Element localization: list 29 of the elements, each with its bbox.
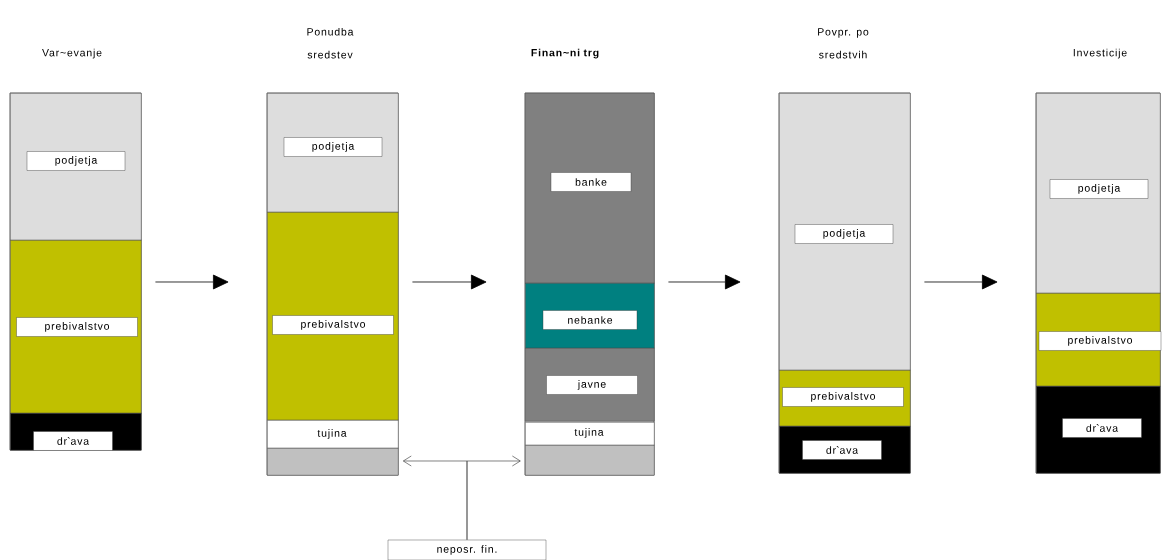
label-box: podjetja — [26, 151, 126, 171]
column-heading: Var~evanje — [42, 48, 102, 59]
segment — [525, 445, 655, 476]
arrow — [155, 274, 229, 290]
label-box: podjetja — [1049, 179, 1149, 199]
column-heading: Ponudba sredstev — [307, 27, 354, 59]
arrow — [412, 274, 487, 290]
segment-label: tujina — [317, 429, 347, 439]
segment-label: tujina — [574, 428, 604, 438]
label-box: dr`ava — [33, 431, 113, 451]
arrow — [668, 274, 741, 290]
label-box: podjetja — [794, 224, 894, 244]
label-box: dr`ava — [1062, 418, 1142, 438]
arrow — [924, 274, 998, 290]
label-box: prebivalstvo — [782, 387, 904, 407]
label-box: podjetja — [283, 137, 383, 157]
label-box: javne — [546, 375, 638, 395]
label-box: neposr. fin. — [387, 539, 547, 560]
label-box: prebivalstvo — [16, 317, 138, 337]
label-box: banke — [550, 172, 632, 192]
label-box: dr`ava — [802, 440, 882, 460]
column-heading: Investicije — [1073, 48, 1127, 59]
column-heading: Povpr. po sredstvih — [818, 28, 869, 59]
arrow — [466, 455, 521, 541]
column-heading: Finan~ni trg — [531, 48, 599, 59]
label-box: prebivalstvo — [1038, 331, 1162, 351]
label-box: nebanke — [542, 310, 638, 330]
segment — [267, 448, 399, 476]
label-box: prebivalstvo — [272, 315, 394, 335]
